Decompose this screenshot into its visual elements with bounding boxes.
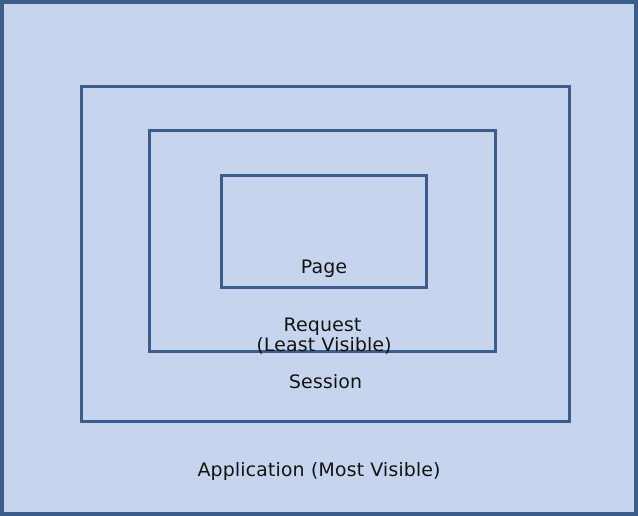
- label-session: Session: [288, 371, 363, 393]
- label-application: Application (Most Visible): [197, 459, 441, 481]
- box-page: [220, 174, 428, 289]
- label-page-group: Page (Least Visible): [220, 202, 428, 410]
- label-request: Request: [283, 314, 362, 336]
- label-page-title: Page: [300, 256, 348, 278]
- label-page-subtitle: (Least Visible): [256, 334, 392, 356]
